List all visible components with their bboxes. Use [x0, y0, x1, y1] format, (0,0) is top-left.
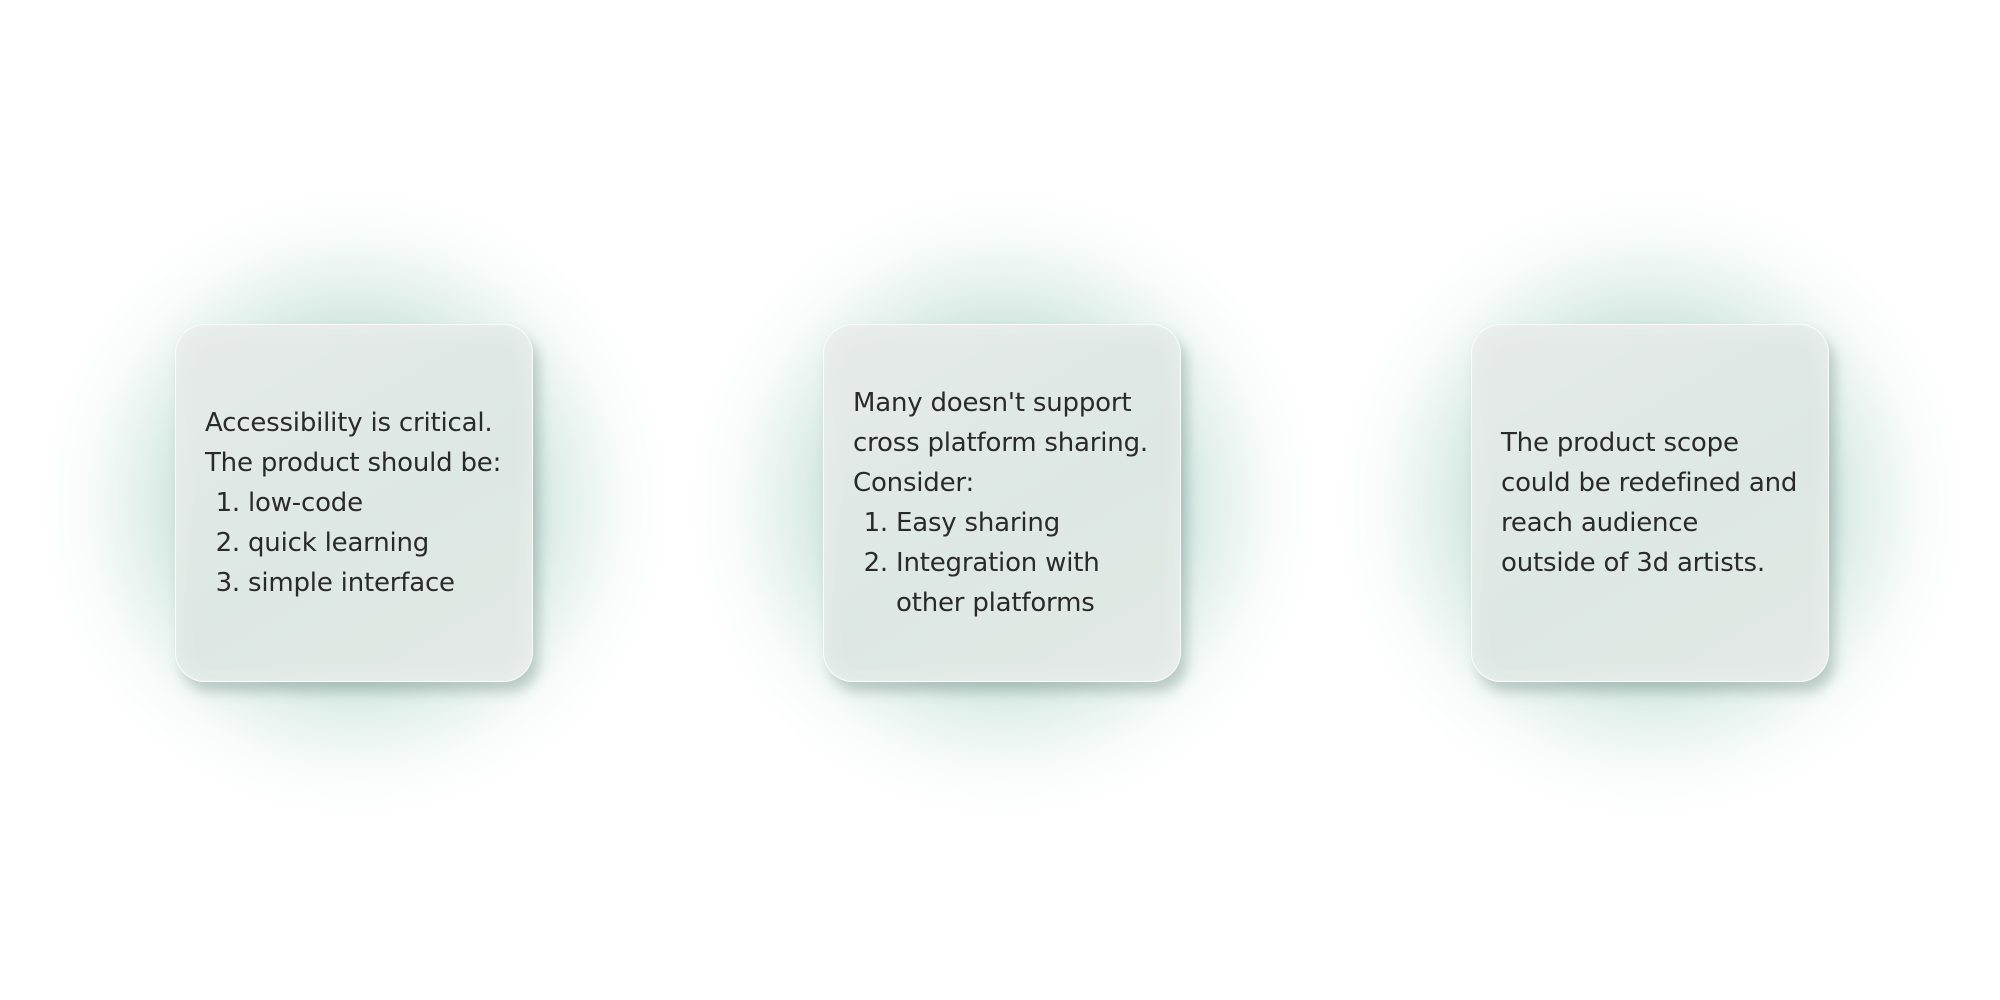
card-intro-line: The product should be: [205, 448, 502, 478]
card-intro-line: Consider: [853, 468, 975, 498]
card-content: Many doesn't support cross platform shar… [853, 383, 1152, 623]
card-intro-line: Many doesn't support [853, 388, 1132, 418]
list-item-number: 1. [863, 508, 889, 538]
list-item: 1. low-code [205, 483, 504, 523]
list-item: 2. quick learning [205, 523, 504, 563]
note-card-accessibility: Accessibility is critical. The product s… [175, 324, 533, 682]
list-item-number: 2. [863, 548, 889, 578]
card-list: 1. Easy sharing 2. Integration with othe… [853, 503, 1152, 623]
list-item: 2. Integration with other platforms [853, 543, 1152, 623]
card-intro-line: Accessibility is critical. [205, 408, 493, 438]
list-item-text: simple interface [248, 568, 455, 598]
list-item-number: 1. [215, 488, 241, 518]
card-intro-line: The product scope could be redefined and… [1501, 428, 1798, 578]
list-item: 1. Easy sharing [853, 503, 1152, 543]
card-content: Accessibility is critical. The product s… [205, 403, 504, 603]
list-item-text: Integration with other platforms [896, 548, 1100, 618]
list-item-number: 2. [215, 528, 241, 558]
list-item: 3. simple interface [205, 563, 504, 603]
list-item-text: low-code [248, 488, 363, 518]
note-card-sharing: Many doesn't support cross platform shar… [823, 324, 1181, 682]
list-item-text: quick learning [248, 528, 430, 558]
list-item-number: 3. [215, 568, 241, 598]
note-card-scope: The product scope could be redefined and… [1471, 324, 1829, 682]
card-list: 1. low-code 2. quick learning 3. simple … [205, 483, 504, 603]
card-intro-line: cross platform sharing. [853, 428, 1148, 458]
list-item-text: Easy sharing [896, 508, 1061, 538]
card-content: The product scope could be redefined and… [1501, 423, 1800, 583]
